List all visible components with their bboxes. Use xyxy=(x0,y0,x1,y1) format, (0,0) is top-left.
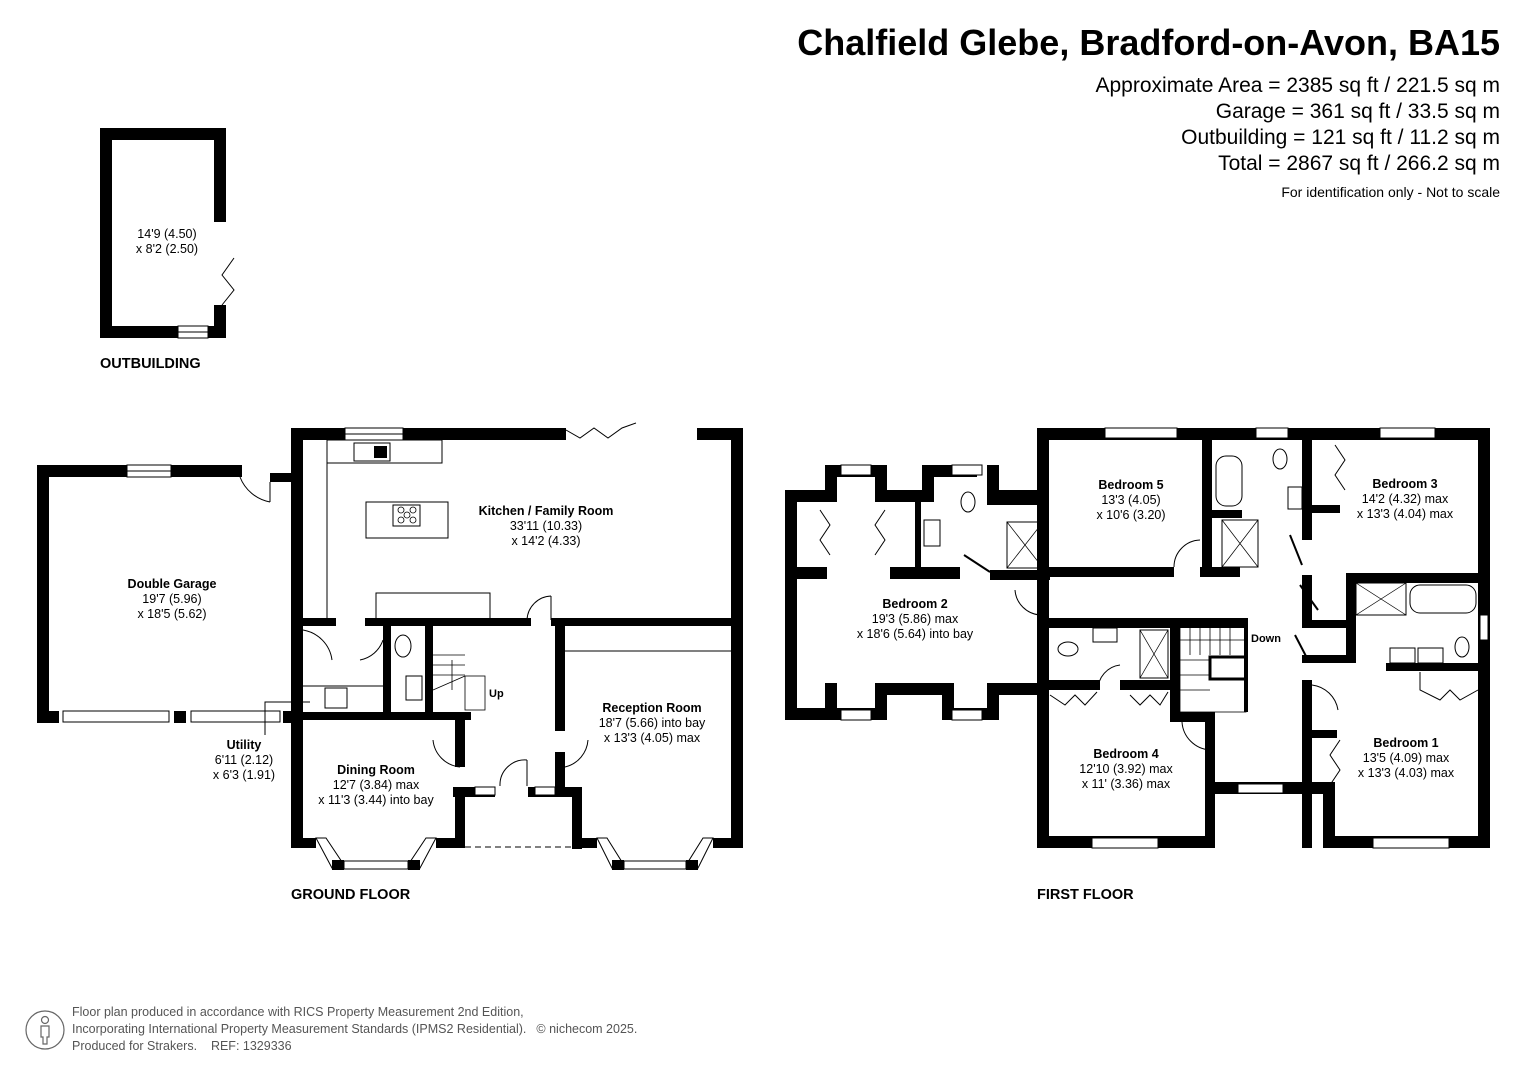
copyright: © nichecom 2025. xyxy=(536,1022,638,1036)
outbuilding-label: OUTBUILDING xyxy=(100,356,201,372)
footer-line-1: Floor plan produced in accordance with R… xyxy=(72,1005,524,1019)
room-kitchen-family: Kitchen / Family Room 33'11 (10.33) x 14… xyxy=(478,504,614,548)
stairs-down-label: Down xyxy=(1251,633,1281,645)
disclaimer-note: For identification only - Not to scale xyxy=(1281,184,1500,200)
room-dining: Dining Room 12'7 (3.84) max x 11'3 (3.44… xyxy=(318,763,434,807)
approximate-area: Approximate Area = 2385 sq ft / 221.5 sq… xyxy=(1095,74,1501,97)
outbuilding-dimensions: 14'9 (4.50) x 8'2 (2.50) xyxy=(135,227,199,256)
room-utility: Utility 6'11 (2.12) x 6'3 (1.91) xyxy=(212,738,276,782)
room-bedroom-1: Bedroom 1 13'5 (4.09) max x 13'3 (4.03) … xyxy=(1357,736,1455,780)
room-bedroom-3: Bedroom 3 14'2 (4.32) max x 13'3 (4.04) … xyxy=(1356,477,1454,521)
footer-line-2: Incorporating International Property Mea… xyxy=(72,1022,638,1036)
page-title: Chalfield Glebe, Bradford-on-Avon, BA15 xyxy=(797,22,1500,63)
outbuilding-area: Outbuilding = 121 sq ft / 11.2 sq m xyxy=(1181,126,1500,149)
footer-line-3: Produced for Strakers. REF: 1329336 xyxy=(72,1039,292,1053)
room-bedroom-5: Bedroom 5 13'3 (4.05) x 10'6 (3.20) xyxy=(1096,478,1166,522)
room-bedroom-2: Bedroom 2 19'3 (5.86) max x 18'6 (5.64) … xyxy=(856,597,974,641)
room-double-garage: Double Garage 19'7 (5.96) x 18'5 (5.62) xyxy=(127,577,217,621)
stairs-up-label: Up xyxy=(489,688,504,700)
footer-credits: Floor plan produced in accordance with R… xyxy=(72,1004,637,1055)
total-area: Total = 2867 sq ft / 266.2 sq m xyxy=(1218,152,1500,175)
ground-floor-label: GROUND FLOOR xyxy=(291,887,411,903)
first-floor-label: FIRST FLOOR xyxy=(1037,887,1134,903)
room-bedroom-4: Bedroom 4 12'10 (3.92) max x 11' (3.36) … xyxy=(1079,747,1173,791)
garage-area: Garage = 361 sq ft / 33.5 sq m xyxy=(1215,100,1500,123)
room-reception: Reception Room 18'7 (5.66) into bay x 13… xyxy=(598,701,706,745)
person-icon xyxy=(25,1010,65,1050)
